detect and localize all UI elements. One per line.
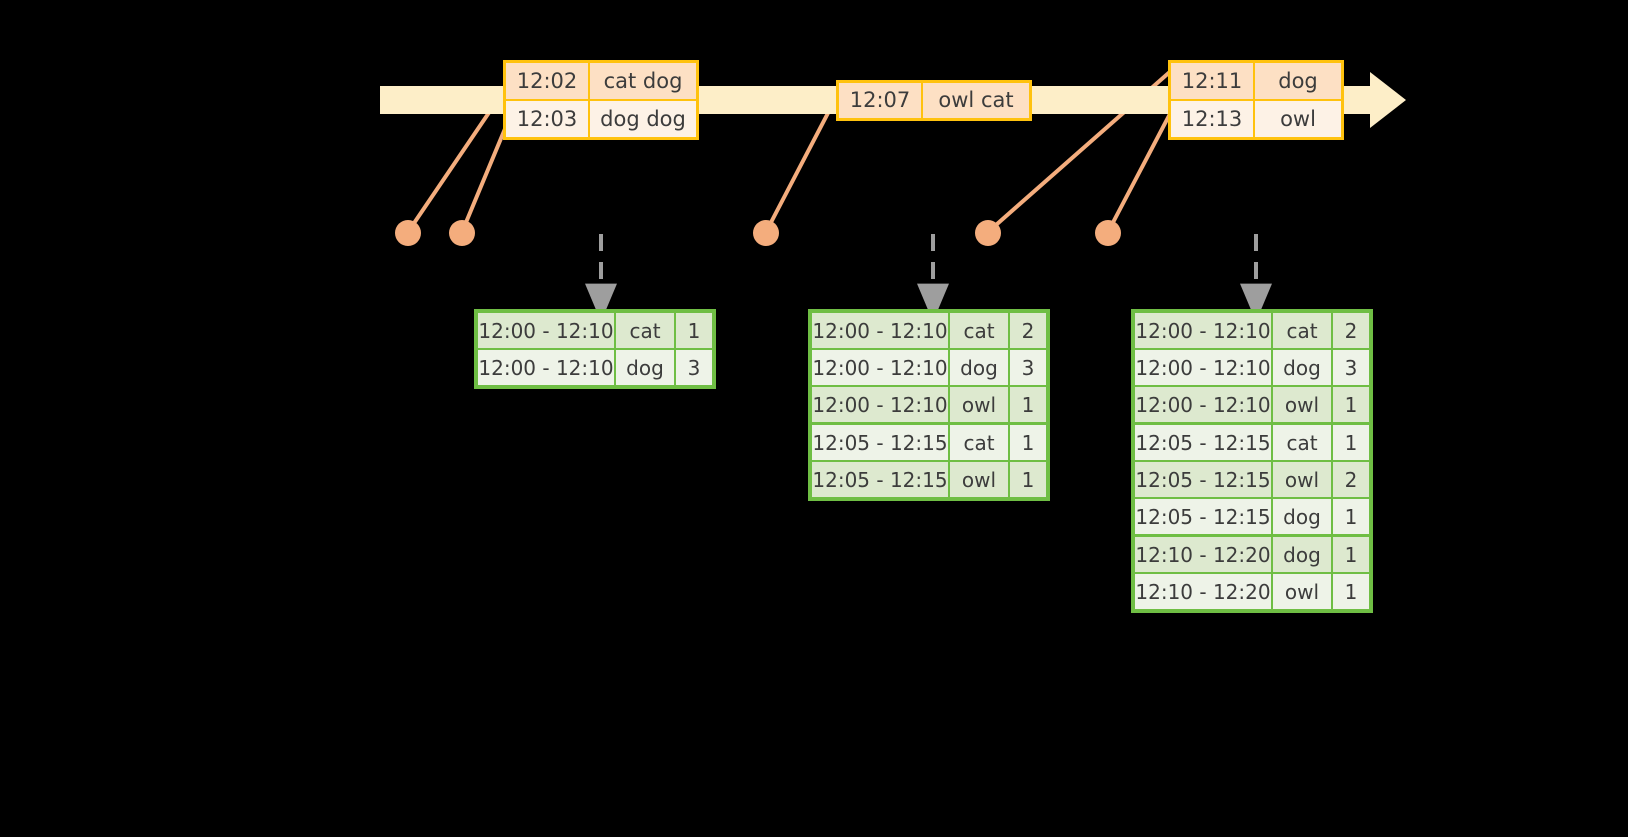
window-cell: 12:00 - 12:10	[1135, 387, 1271, 422]
event-payload: dog	[1255, 63, 1341, 99]
event-payload: cat dog	[590, 63, 696, 99]
event-group-1[interactable]: 12:02 cat dog 12:03 dog dog	[503, 60, 699, 140]
event-payload: owl cat	[923, 83, 1029, 118]
leader-line-5	[1106, 108, 1174, 234]
event-time: 12:07	[839, 83, 923, 118]
key-cell: dog	[1273, 350, 1331, 385]
count-cell: 1	[1333, 537, 1369, 572]
key-cell: owl	[1273, 387, 1331, 422]
event-time: 12:11	[1171, 63, 1255, 99]
event-row[interactable]: 12:02 cat dog	[506, 63, 696, 99]
key-cell: cat	[616, 313, 674, 348]
window-cell: 12:05 - 12:15	[1135, 462, 1271, 497]
event-row[interactable]: 12:11 dog	[1171, 63, 1341, 99]
event-row[interactable]: 12:03 dog dog	[506, 99, 696, 137]
count-cell: 1	[1010, 462, 1046, 497]
event-group-3[interactable]: 12:11 dog 12:13 owl	[1168, 60, 1344, 140]
key-cell: cat	[1273, 313, 1331, 348]
event-time: 12:03	[506, 101, 590, 137]
window-cell: 12:00 - 12:10	[1135, 313, 1271, 348]
count-cell: 1	[1010, 425, 1046, 460]
record-dot-1[interactable]	[395, 220, 421, 246]
window-cell: 12:05 - 12:15	[1135, 499, 1271, 534]
key-cell: cat	[950, 425, 1008, 460]
event-payload: dog dog	[590, 101, 696, 137]
event-row[interactable]: 12:07 owl cat	[839, 83, 1029, 118]
window-cell: 12:00 - 12:10	[1135, 350, 1271, 385]
count-cell: 1	[1010, 387, 1046, 422]
record-dot-5[interactable]	[1095, 220, 1121, 246]
count-cell: 1	[676, 313, 712, 348]
count-cell: 1	[1333, 574, 1369, 609]
key-cell: cat	[1273, 425, 1331, 460]
window-cell: 12:10 - 12:20	[1135, 574, 1271, 609]
window-cell: 12:05 - 12:15	[812, 425, 948, 460]
key-cell: dog	[950, 350, 1008, 385]
count-cell: 1	[1333, 425, 1369, 460]
event-time: 12:13	[1171, 101, 1255, 137]
record-dot-4[interactable]	[975, 220, 1001, 246]
count-cell: 3	[1333, 350, 1369, 385]
record-dot-3[interactable]	[753, 220, 779, 246]
count-cell: 2	[1333, 462, 1369, 497]
window-cell: 12:05 - 12:15	[812, 462, 948, 497]
window-cell: 12:00 - 12:10	[478, 350, 614, 385]
window-cell: 12:05 - 12:15	[1135, 425, 1271, 460]
window-cell: 12:00 - 12:10	[812, 350, 948, 385]
event-group-2[interactable]: 12:07 owl cat	[836, 80, 1032, 121]
key-cell: owl	[950, 387, 1008, 422]
count-cell: 1	[1333, 499, 1369, 534]
key-cell: dog	[616, 350, 674, 385]
count-cell: 2	[1010, 313, 1046, 348]
count-cell: 3	[676, 350, 712, 385]
event-time: 12:02	[506, 63, 590, 99]
window-cell: 12:10 - 12:20	[1135, 537, 1271, 572]
key-cell: dog	[1273, 499, 1331, 534]
key-cell: cat	[950, 313, 1008, 348]
count-cell: 1	[1333, 387, 1369, 422]
window-cell: 12:00 - 12:10	[478, 313, 614, 348]
key-cell: owl	[1273, 574, 1331, 609]
count-cell: 2	[1333, 313, 1369, 348]
key-cell: owl	[1273, 462, 1331, 497]
timeline-arrowhead	[1370, 72, 1406, 128]
window-cell: 12:00 - 12:10	[812, 313, 948, 348]
count-cell: 3	[1010, 350, 1046, 385]
event-row[interactable]: 12:13 owl	[1171, 99, 1341, 137]
event-payload: owl	[1255, 101, 1341, 137]
key-cell: dog	[1273, 537, 1331, 572]
window-cell: 12:00 - 12:10	[812, 387, 948, 422]
key-cell: owl	[950, 462, 1008, 497]
record-dot-2[interactable]	[449, 220, 475, 246]
